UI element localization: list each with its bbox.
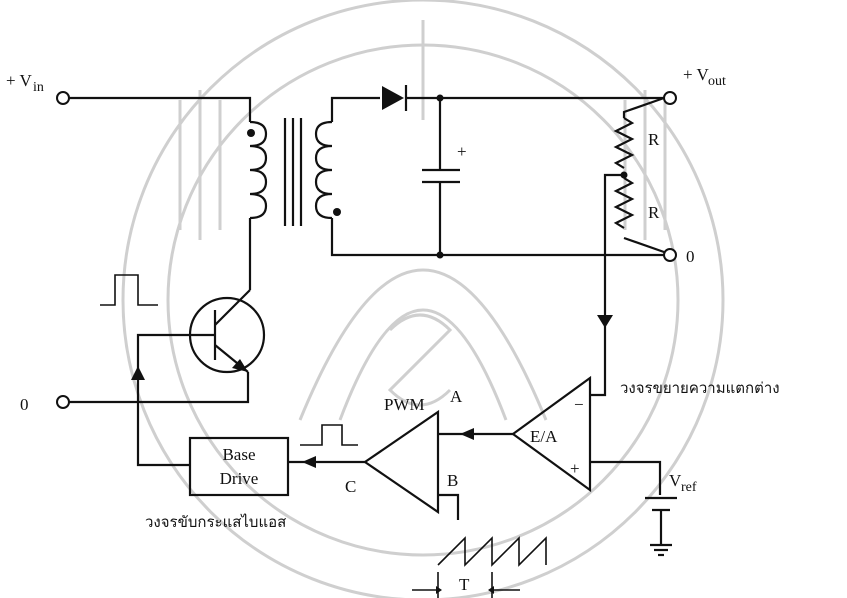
input-terminal: + V in xyxy=(6,71,70,105)
primary-winding xyxy=(249,120,268,220)
pwm-comparator: C PWM A B xyxy=(288,387,463,520)
output-terminal: + V out 0 xyxy=(663,65,726,266)
node-a-label: A xyxy=(450,387,463,406)
primary-dot xyxy=(247,129,255,137)
secondary-dot xyxy=(333,208,341,216)
thai-base-drive-caption: วงจรขับกระแสไบแอส xyxy=(145,513,286,531)
resistor-r2 xyxy=(613,177,635,229)
voltage-divider: R R xyxy=(590,96,665,397)
watermark-seal xyxy=(121,0,725,598)
period-label: T xyxy=(459,575,470,594)
base-pulse-waveform xyxy=(100,274,158,306)
feedback-arrow xyxy=(597,315,613,328)
pwm-label: PWM xyxy=(384,395,425,414)
vin-subscript: in xyxy=(33,80,44,95)
ea-minus: − xyxy=(574,395,584,414)
transformer xyxy=(247,118,341,226)
node-c-label: C xyxy=(345,477,356,496)
thai-error-amp-caption: วงจรขยายความแตกต่าง xyxy=(620,379,780,397)
base-drive-line1: Base xyxy=(222,445,255,464)
secondary-winding xyxy=(314,120,333,220)
zero-right-label: 0 xyxy=(686,247,695,266)
node-b-label: B xyxy=(447,471,458,490)
vout-label: + V xyxy=(683,65,710,84)
ea-plus: + xyxy=(570,459,580,478)
vref-subscript: ref xyxy=(681,480,697,495)
base-drive-block: Base Drive วงจรขับกระแสไบแอส xyxy=(145,436,290,531)
ea-label: E/A xyxy=(530,427,558,446)
resistor-r1 xyxy=(613,117,635,169)
input-zero-terminal: 0 xyxy=(20,395,70,414)
sawtooth-waveform: T xyxy=(412,536,547,598)
pwm-waveform xyxy=(300,424,358,446)
r2-label: R xyxy=(648,203,660,222)
capacitor-plus: + xyxy=(457,142,467,161)
base-drive-line2: Drive xyxy=(220,469,259,488)
vin-label: + V xyxy=(6,71,33,90)
output-diode xyxy=(382,85,408,111)
error-amplifier: E/A − + วงจรขยายความแตกต่าง xyxy=(438,375,780,495)
zero-left-label: 0 xyxy=(20,395,29,414)
vin-wire xyxy=(69,96,252,122)
vout-subscript: out xyxy=(708,74,726,89)
r1-label: R xyxy=(648,130,660,149)
output-capacitor: + xyxy=(422,98,467,255)
switch-transistor xyxy=(69,289,266,467)
vref-label: V xyxy=(669,471,682,490)
vref-source: V ref xyxy=(645,471,697,557)
